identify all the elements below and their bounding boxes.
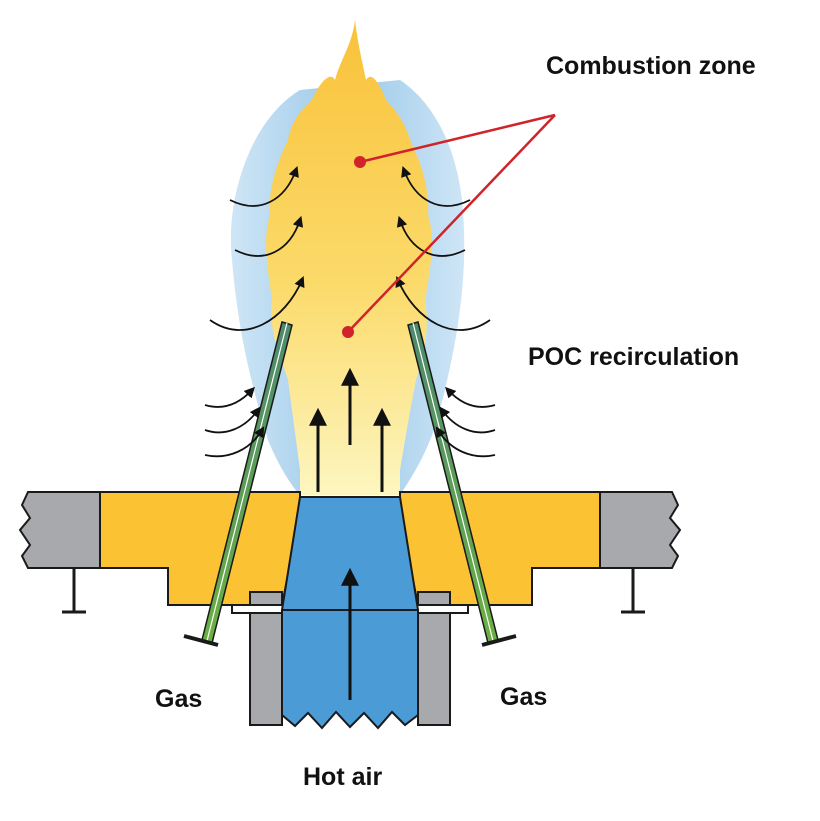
- refractory-block-right: [399, 491, 601, 606]
- air-duct-housing-left: [249, 591, 283, 726]
- air-flow-arrows: [309, 367, 391, 700]
- refractory-block: [99, 491, 301, 606]
- gas-inlet-label-right: Gas: [500, 683, 548, 711]
- steel-wall-left: [18, 491, 101, 569]
- combustion-zone-pointers: [342, 113, 556, 338]
- recirculation-arrows-left: [204, 165, 305, 458]
- support-beam-right: [621, 568, 645, 614]
- combustion-zone-label: Combustion zone: [546, 52, 756, 80]
- support-beam-left: [62, 568, 86, 614]
- pointer-dot-lower: [342, 326, 354, 338]
- flame: [266, 20, 432, 495]
- poc-recirculation-label: POC recirculation: [528, 343, 740, 371]
- pointer-dot-upper: [354, 156, 366, 168]
- steel-wall-right: [599, 491, 682, 569]
- gas-inlet-label-left: Gas: [155, 685, 203, 713]
- hot-air-label: Hot air: [303, 763, 383, 791]
